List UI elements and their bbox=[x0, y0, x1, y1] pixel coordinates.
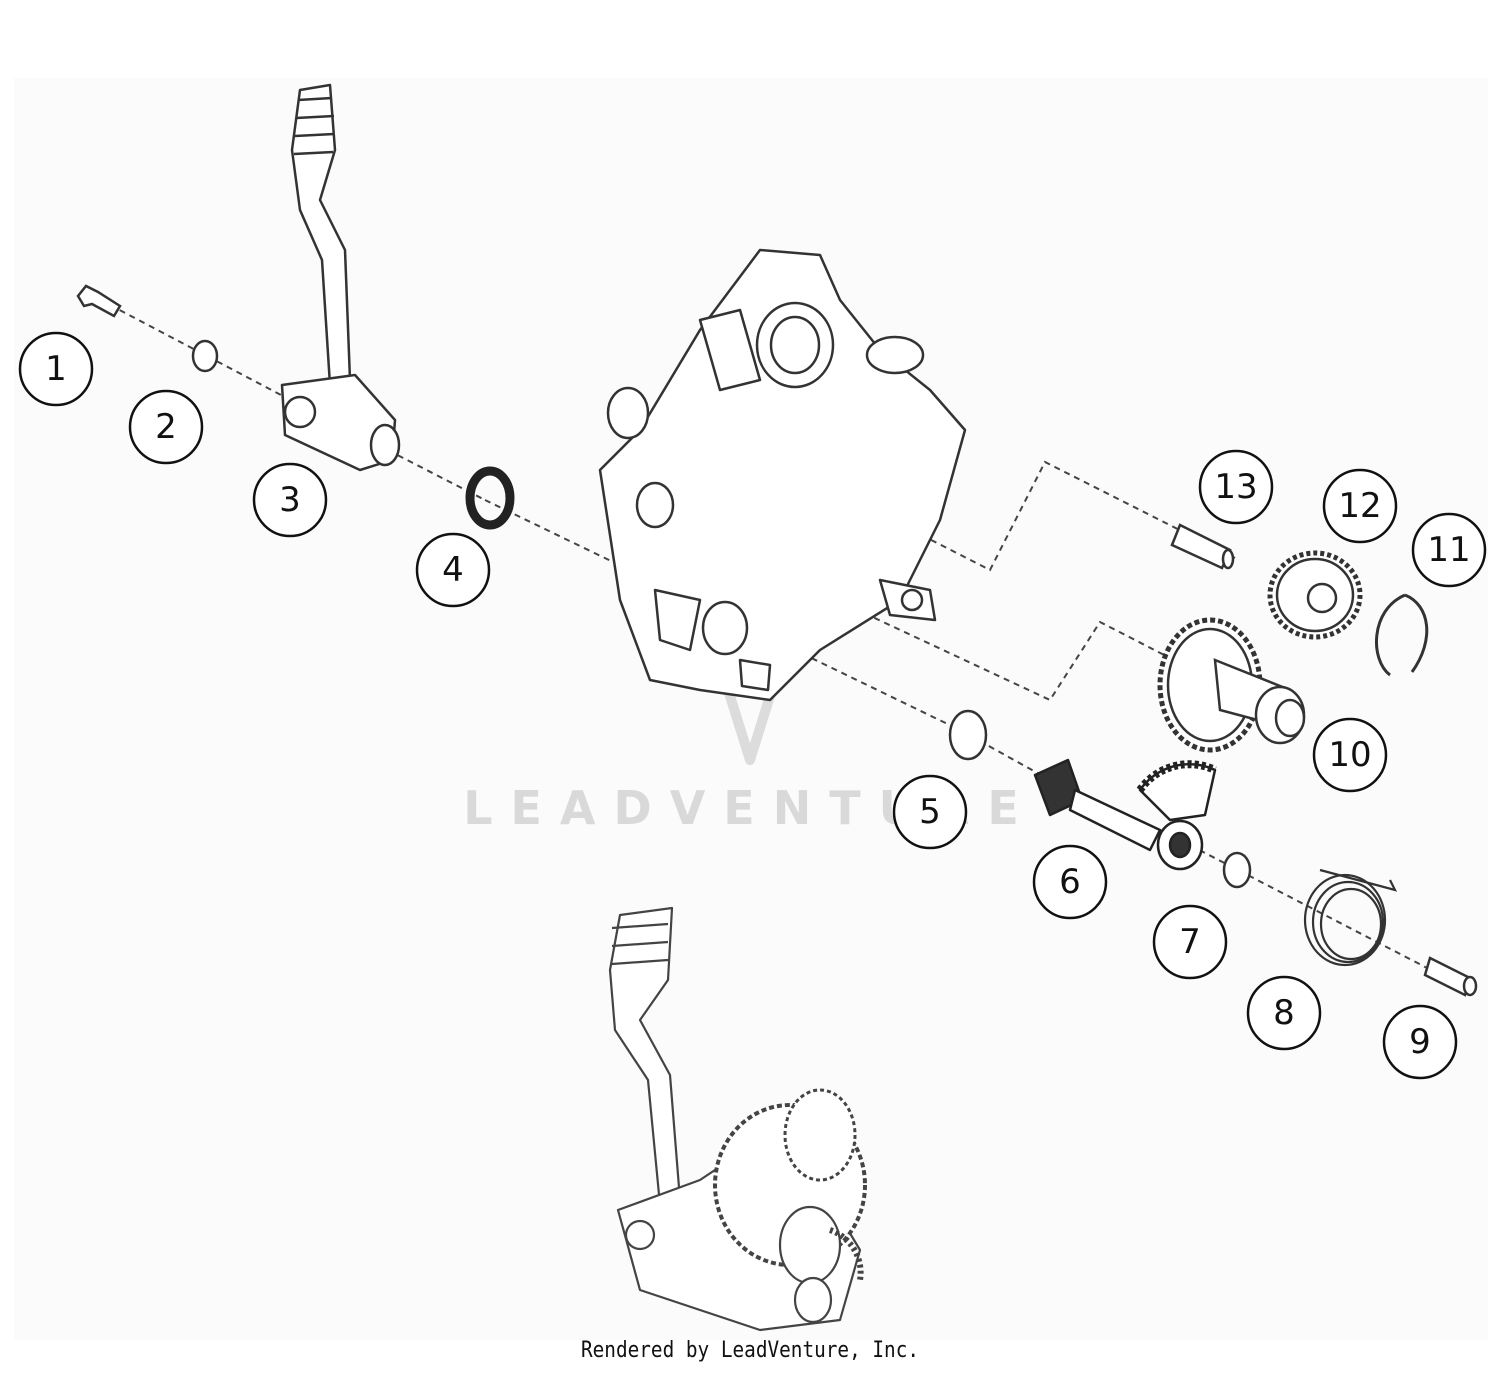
thrust-washer-part bbox=[948, 709, 988, 761]
intermediate-gear-part bbox=[1157, 617, 1306, 753]
pin-part bbox=[1423, 956, 1478, 997]
callout-13: 13 bbox=[1198, 449, 1274, 525]
callout-label: 12 bbox=[1338, 486, 1381, 526]
callout-5: 5 bbox=[892, 774, 968, 850]
callout-label: 4 bbox=[442, 550, 464, 590]
torsion-spring-part bbox=[1303, 868, 1398, 967]
callout-11: 11 bbox=[1411, 512, 1487, 588]
callout-1: 1 bbox=[18, 331, 94, 407]
small-washer-part bbox=[1222, 851, 1252, 889]
callout-label: 13 bbox=[1214, 467, 1257, 507]
callout-6: 6 bbox=[1032, 844, 1108, 920]
callout-9: 9 bbox=[1382, 1004, 1458, 1080]
assembled-view-inset bbox=[608, 906, 867, 1332]
callout-label: 8 bbox=[1273, 993, 1295, 1033]
callout-label: 5 bbox=[919, 792, 941, 832]
callout-3: 3 bbox=[252, 462, 328, 538]
footer-credit: Rendered by LeadVenture, Inc. bbox=[580, 1338, 920, 1363]
spur-gear-part bbox=[1267, 550, 1363, 640]
bushing-part bbox=[1170, 523, 1235, 570]
callout-label: 11 bbox=[1427, 530, 1470, 570]
callout-7: 7 bbox=[1152, 904, 1228, 980]
bolt-part bbox=[76, 284, 122, 318]
callout-label: 2 bbox=[155, 407, 177, 447]
seal-ring-part bbox=[465, 466, 515, 530]
crankcase-cover bbox=[598, 248, 967, 702]
circlip-part bbox=[1375, 593, 1429, 677]
callout-4: 4 bbox=[415, 532, 491, 608]
callout-10: 10 bbox=[1312, 717, 1388, 793]
callout-label: 10 bbox=[1328, 735, 1371, 775]
callout-2: 2 bbox=[128, 389, 204, 465]
kickstarter-lever bbox=[280, 83, 401, 472]
washer-part bbox=[191, 339, 219, 373]
callout-label: 7 bbox=[1179, 922, 1201, 962]
callout-label: 9 bbox=[1409, 1022, 1431, 1062]
callout-label: 1 bbox=[45, 349, 67, 389]
callout-label: 6 bbox=[1059, 862, 1081, 902]
callout-label: 3 bbox=[279, 480, 301, 520]
callout-8: 8 bbox=[1246, 975, 1322, 1051]
kickstart-shaft-part bbox=[1033, 758, 1217, 871]
callout-12: 12 bbox=[1322, 468, 1398, 544]
